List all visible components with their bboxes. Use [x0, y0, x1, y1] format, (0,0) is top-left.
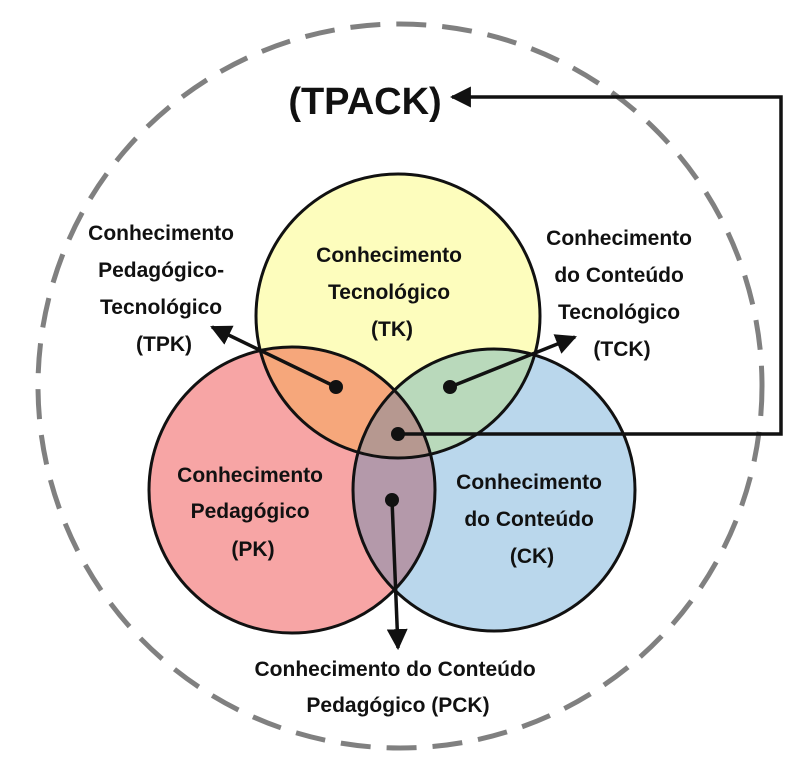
label-tck-line: Tecnológico: [558, 301, 680, 324]
dot-tck: [443, 380, 457, 394]
label-ck-line: Conhecimento: [456, 471, 602, 494]
label-pck: Conhecimento do Conteúdo Pedagógico (PCK…: [255, 658, 542, 717]
outline-pk: [147, 345, 437, 635]
dot-tpk: [329, 380, 343, 394]
outline-ck: [351, 347, 637, 633]
tpack-title: (TPACK): [288, 81, 441, 123]
label-tck-line: do Conteúdo: [554, 264, 683, 287]
label-ck: Conhecimento do Conteúdo (CK): [456, 471, 608, 568]
connector-tpack: [398, 86, 783, 436]
label-tk-line: (TK): [371, 318, 413, 341]
label-tk: Conhecimento Tecnológico (TK): [316, 244, 468, 341]
connector-tck: [449, 334, 577, 389]
label-tpk-line: Pedagógico-: [98, 259, 224, 282]
dot-pck: [385, 493, 399, 507]
label-tk-line: Conhecimento: [316, 244, 462, 267]
label-tk-line: Tecnológico: [328, 281, 450, 304]
region-tck: [353, 349, 540, 458]
label-ck-line: (CK): [510, 545, 554, 568]
label-pk: Conhecimento Pedagógico (PK): [177, 464, 329, 561]
label-pck-line: Pedagógico (PCK): [306, 694, 489, 717]
region-tpk: [256, 347, 435, 458]
label-tpk: Conhecimento Pedagógico- Tecnológico (TP…: [88, 222, 240, 356]
label-pk-line: Conhecimento: [177, 464, 323, 487]
outer-dashed-boundary: [35, 21, 765, 751]
connector-tpk: [210, 325, 337, 389]
label-tck: Conhecimento do Conteúdo Tecnológico (TC…: [546, 227, 698, 361]
dot-tpack: [391, 427, 405, 441]
label-tck-line: (TCK): [593, 338, 650, 361]
outline-tk: [254, 172, 542, 460]
label-pk-line: (PK): [231, 538, 274, 561]
label-ck-line: do Conteúdo: [464, 508, 593, 531]
label-tpk-line: Tecnológico: [100, 296, 222, 319]
label-tck-line: Conhecimento: [546, 227, 692, 250]
connector-pck: [386, 499, 408, 651]
label-pck-line: Conhecimento do Conteúdo: [255, 658, 536, 681]
label-pk-line: Pedagógico: [191, 500, 310, 523]
label-tpk-line: Conhecimento: [88, 222, 234, 245]
label-tpk-line: (TPK): [136, 333, 192, 356]
